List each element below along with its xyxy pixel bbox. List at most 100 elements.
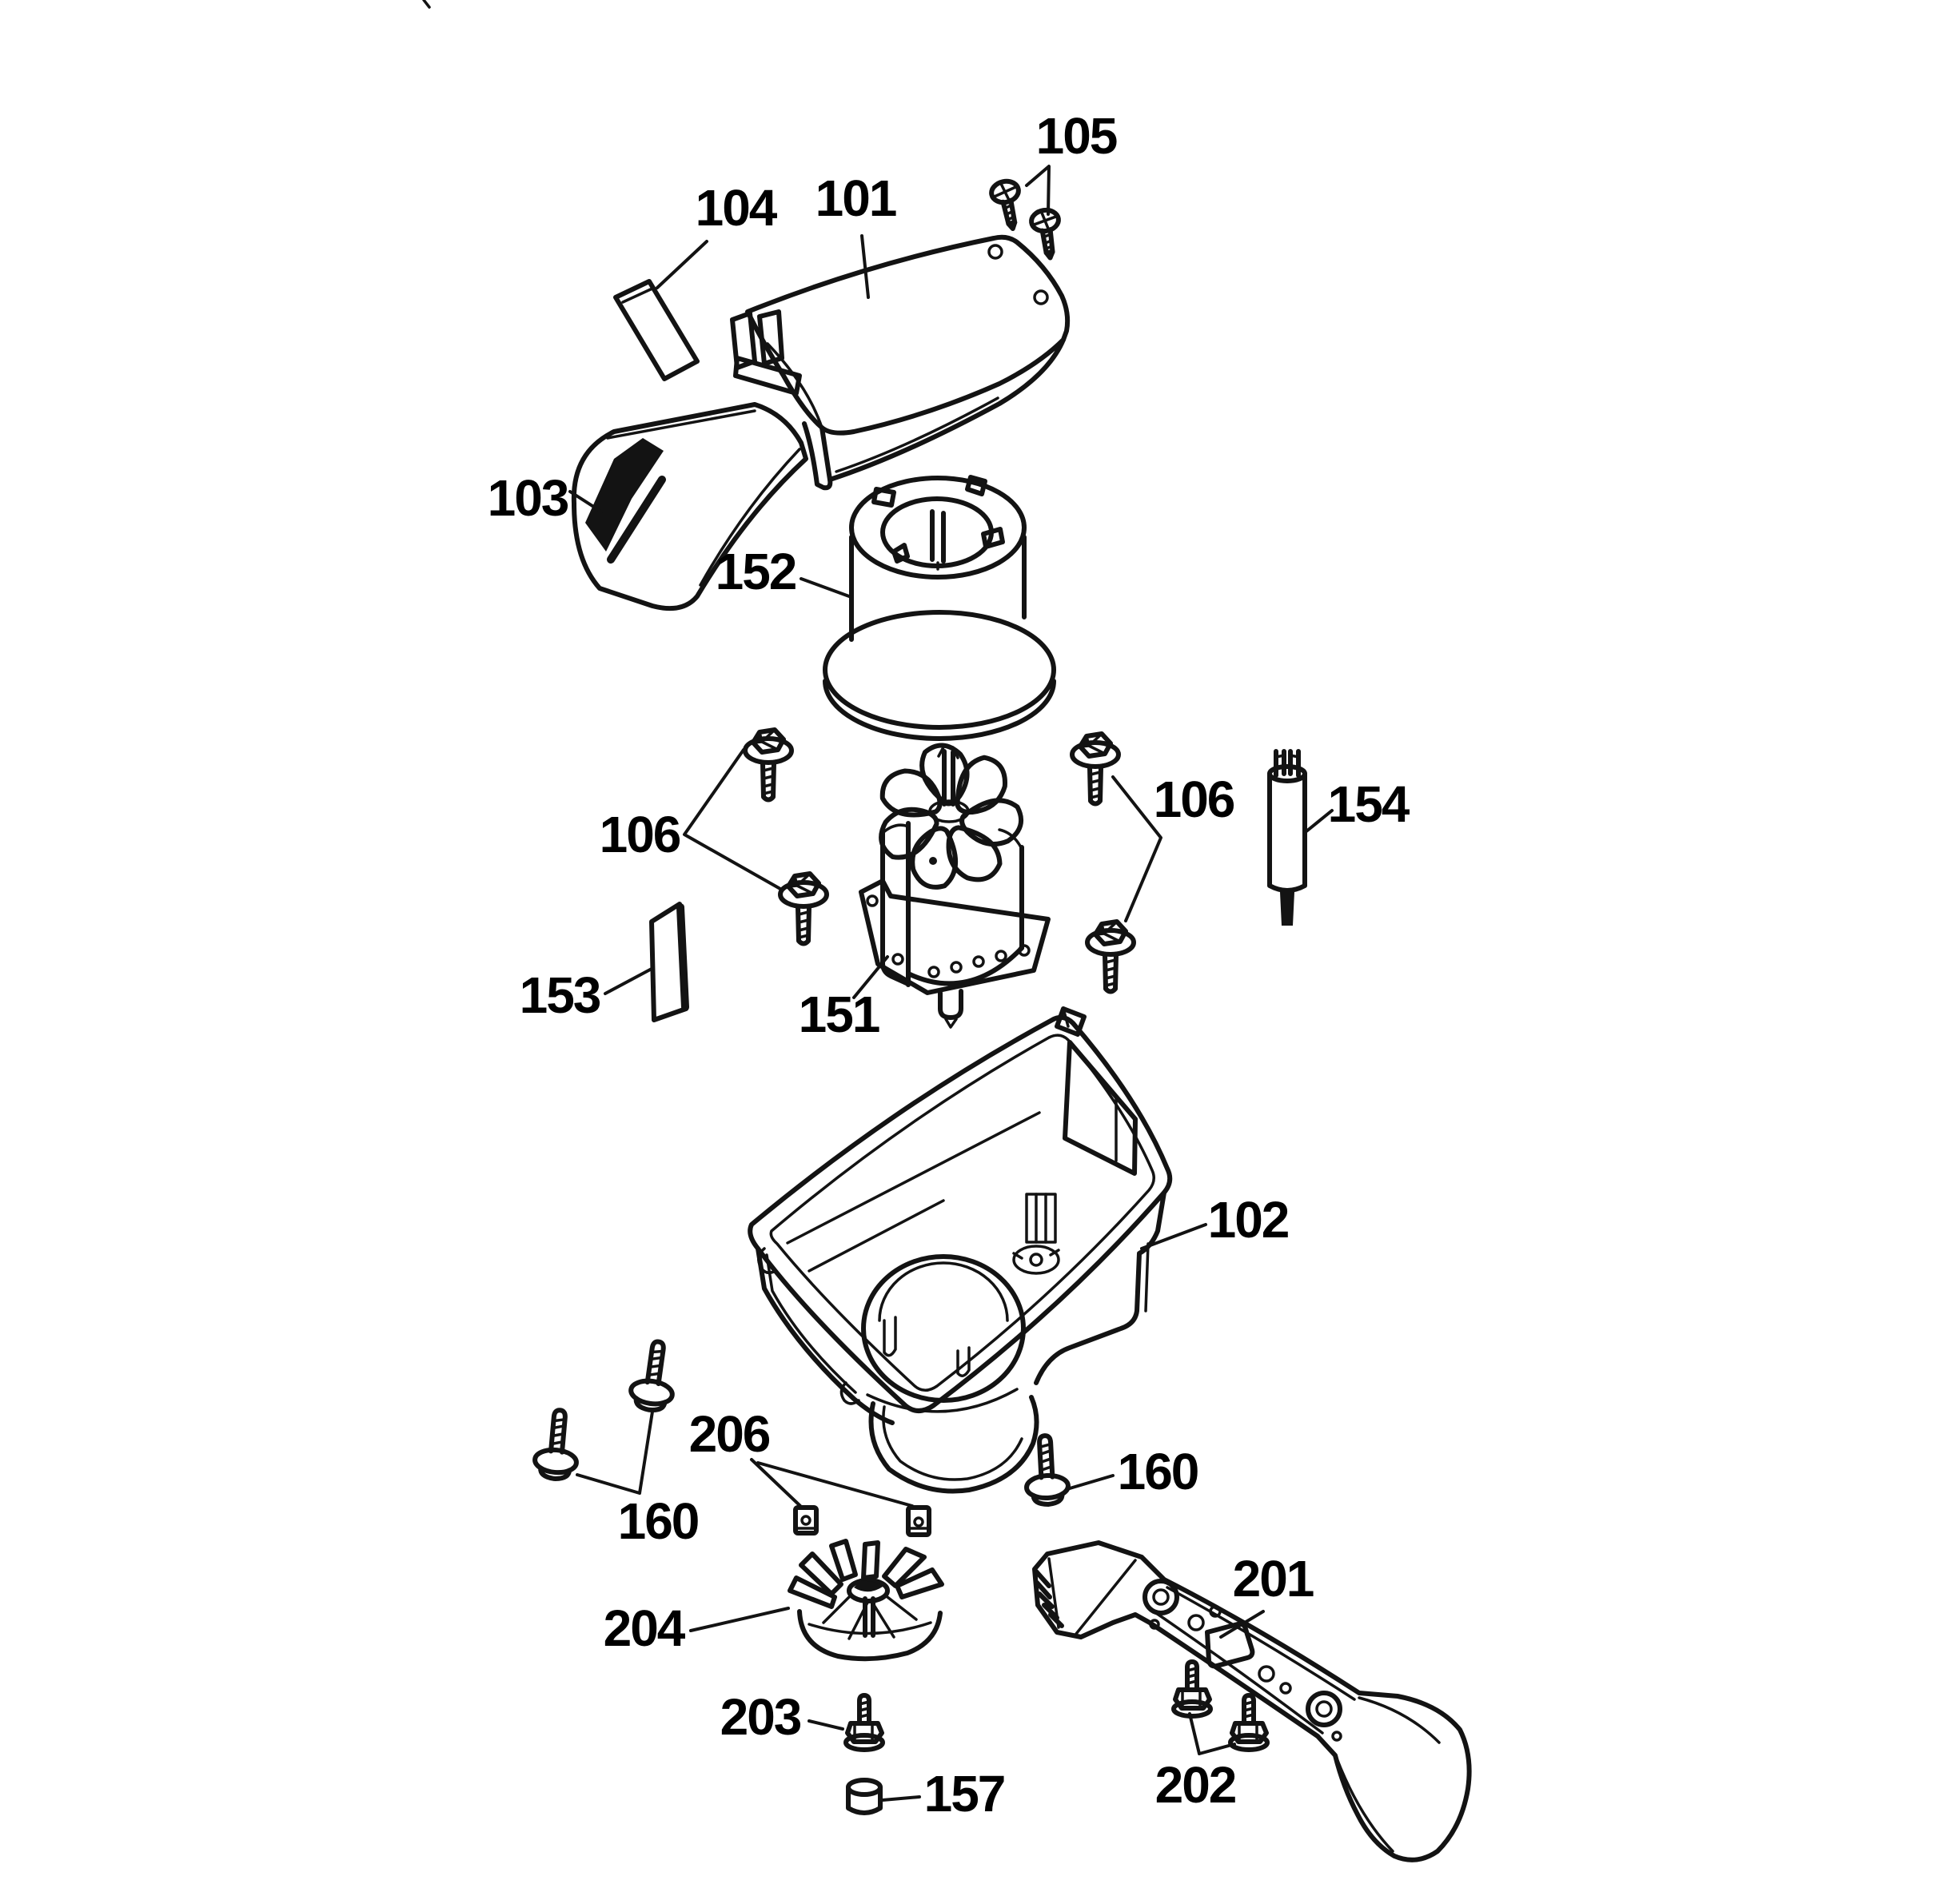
callout-101: 101 bbox=[816, 169, 898, 299]
bushing-tab bbox=[965, 475, 987, 496]
housing-screw-post bbox=[956, 1346, 971, 1377]
callout-151-label: 151 bbox=[799, 986, 879, 1043]
plate-hole bbox=[1018, 944, 1031, 957]
callout-104-leader bbox=[656, 240, 708, 289]
impeller-blade bbox=[829, 1539, 858, 1582]
housing-rim-inner bbox=[769, 1034, 1155, 1392]
plate-hole bbox=[866, 894, 879, 907]
part-206-nuts bbox=[793, 1505, 931, 1537]
callout-152: 152 bbox=[716, 543, 851, 600]
pan-screw bbox=[533, 1408, 580, 1480]
housing-clip-line bbox=[1062, 1007, 1070, 1028]
blade-boss-hole bbox=[1152, 1588, 1170, 1606]
housing-side-crease bbox=[1144, 1242, 1150, 1312]
bushing-tab bbox=[891, 543, 910, 564]
foam-top-edge bbox=[606, 409, 756, 440]
blade-outline bbox=[1032, 1540, 1472, 1862]
impeller-spokes bbox=[822, 1595, 918, 1640]
callout-160-right: 160 bbox=[1068, 1443, 1199, 1500]
part-104-sticker bbox=[613, 279, 700, 381]
callout-103: 103 bbox=[488, 469, 603, 527]
impeller-bowl-rim bbox=[808, 1621, 932, 1635]
flange-bolt bbox=[745, 730, 792, 800]
blade-hole bbox=[1331, 1731, 1342, 1742]
stud-bolt bbox=[1174, 1662, 1210, 1716]
housing-mount-boss bbox=[1012, 1245, 1060, 1275]
callout-160-right-leader bbox=[1068, 1474, 1115, 1490]
cover-front-corner bbox=[802, 421, 833, 491]
motor-body-top bbox=[881, 823, 1023, 850]
blade-boss-hole bbox=[1315, 1700, 1333, 1718]
callout-106-left-label: 106 bbox=[600, 806, 680, 863]
foam-side-edge bbox=[699, 448, 801, 587]
blade-boss bbox=[1306, 1691, 1342, 1727]
blade-hole bbox=[1187, 1614, 1205, 1631]
bushing-top-rim bbox=[849, 476, 1027, 580]
plate-hole bbox=[950, 961, 963, 974]
fan-hub bbox=[928, 799, 970, 823]
fan-spindle bbox=[942, 749, 955, 807]
callout-203-label: 203 bbox=[720, 1688, 801, 1746]
callout-106-right: 106 bbox=[1111, 771, 1236, 922]
callout-201: 201 bbox=[1219, 1550, 1315, 1639]
housing-post-lines bbox=[1035, 1193, 1047, 1244]
bushing-flange bbox=[823, 610, 1056, 730]
callout-103-leader bbox=[568, 490, 603, 513]
capacitor-prong-slots bbox=[1274, 754, 1300, 759]
stud-bolt bbox=[846, 1695, 883, 1750]
callout-160-right-label: 160 bbox=[1118, 1443, 1198, 1500]
housing-right-wall bbox=[1063, 1040, 1138, 1176]
capacitor-prongs bbox=[1274, 749, 1301, 778]
impeller-blade bbox=[861, 1540, 880, 1580]
bushing-flange-rim bbox=[823, 679, 1056, 741]
callout-101-label: 101 bbox=[816, 169, 896, 227]
part-101-motor-cover bbox=[730, 234, 1071, 491]
callout-152-label: 152 bbox=[716, 543, 796, 600]
blade-hole bbox=[1209, 1605, 1222, 1618]
callout-160-left-leader bbox=[576, 1410, 654, 1495]
motor-base-plate bbox=[859, 878, 1051, 995]
callout-154-label: 154 bbox=[1328, 775, 1410, 833]
part-204-impeller bbox=[788, 1539, 944, 1662]
foam-stripe-line bbox=[607, 476, 666, 564]
cover-band-crease bbox=[835, 396, 999, 473]
part-102-housing bbox=[748, 1006, 1173, 1494]
housing-mount-hole bbox=[1029, 1253, 1043, 1267]
callout-160-left-label: 160 bbox=[618, 1492, 699, 1550]
callout-153-leader bbox=[604, 967, 653, 995]
callout-157-leader bbox=[881, 1795, 921, 1802]
sticker-outline bbox=[613, 279, 700, 381]
callout-153-label: 153 bbox=[520, 966, 600, 1024]
housing-well-inner bbox=[878, 1261, 1009, 1322]
callout-102: 102 bbox=[1140, 1191, 1290, 1250]
part-154-capacitor bbox=[1267, 749, 1307, 926]
callout-204-leader bbox=[689, 1607, 790, 1632]
housing-front-wall bbox=[756, 1246, 895, 1425]
blade-hole bbox=[1258, 1665, 1275, 1683]
housing-rim-outer bbox=[748, 1014, 1173, 1413]
square-nut bbox=[793, 1505, 819, 1536]
cover-top-outline bbox=[745, 234, 1071, 436]
plate-hole bbox=[995, 950, 1007, 962]
blade-left-crease bbox=[1075, 1559, 1137, 1635]
blade-hole bbox=[1279, 1682, 1292, 1695]
housing-clip bbox=[1055, 1006, 1087, 1037]
motor-shaft-tip bbox=[944, 1018, 958, 1029]
callout-154-leader bbox=[1305, 809, 1334, 833]
flange-bolt bbox=[1072, 734, 1119, 804]
bushing-bore bbox=[880, 496, 994, 568]
capacitor-lead bbox=[1280, 892, 1294, 926]
bushing-tab bbox=[981, 527, 1005, 549]
square-nut bbox=[906, 1505, 931, 1537]
part-202-bolts bbox=[1174, 1662, 1267, 1750]
flange-bolt bbox=[1087, 922, 1134, 992]
stray-mark bbox=[422, 0, 431, 9]
callout-203: 203 bbox=[720, 1688, 844, 1746]
housing-post bbox=[1025, 1193, 1057, 1244]
capacitor-body bbox=[1267, 771, 1307, 893]
callout-202-leader bbox=[1188, 1712, 1236, 1755]
motor-fan bbox=[879, 743, 1024, 890]
blade-boss bbox=[1142, 1579, 1179, 1615]
callout-206-leader bbox=[750, 1458, 914, 1508]
